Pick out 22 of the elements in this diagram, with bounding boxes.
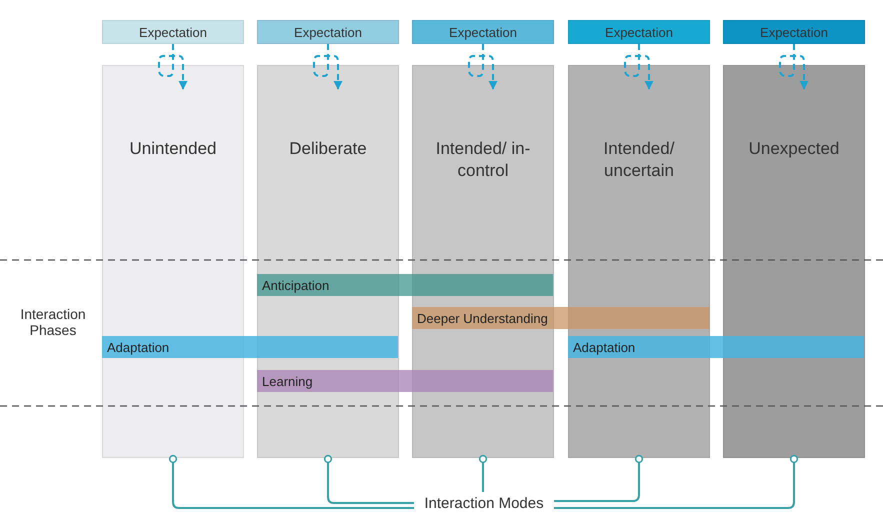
dashed-loop-arrow	[158, 44, 188, 90]
expectation-box: Expectation	[723, 20, 865, 44]
dashed-loop-arrow	[624, 44, 654, 90]
expectation-box: Expectation	[568, 20, 710, 44]
leader-line	[324, 454, 414, 504]
leader-line	[478, 454, 488, 492]
expectation-box: Expectation	[412, 20, 554, 44]
leader-line	[554, 454, 644, 502]
dashed-loop-arrow	[468, 44, 498, 90]
dashed-loop-arrow	[313, 44, 342, 90]
expectation-box: Expectation	[102, 20, 244, 44]
row-label: Interaction Phases	[19, 306, 87, 338]
phase-bar: Learning	[257, 370, 553, 392]
dashed-loop-arrow	[779, 44, 808, 90]
phase-bar: Adaptation	[102, 336, 398, 358]
leader-line	[168, 454, 414, 509]
expectation-box: Expectation	[257, 20, 399, 44]
leader-line	[554, 454, 798, 509]
phase-bar: Deeper Understanding	[412, 307, 709, 329]
mode-column: Unexpected	[723, 65, 865, 458]
phase-bar: Anticipation	[257, 274, 553, 296]
phase-bar: Adaptation	[568, 336, 864, 358]
